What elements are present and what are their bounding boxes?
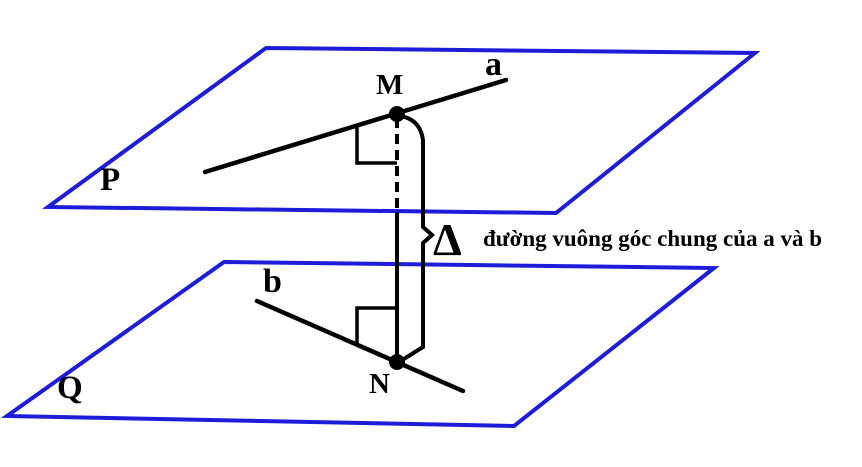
line-b <box>254 298 466 394</box>
point-m-dot <box>389 106 405 122</box>
label-line-b: b <box>263 263 282 300</box>
label-line-a: a <box>485 46 502 83</box>
delta-brace <box>397 114 436 364</box>
label-point-n: N <box>369 368 390 400</box>
caption-common-perpendicular: đường vuông góc chung của a và b <box>483 226 823 251</box>
label-plane-p: P <box>100 162 121 198</box>
label-point-m: M <box>376 69 404 101</box>
right-angle-mark-m <box>355 126 397 165</box>
plane-p-outline <box>41 45 761 216</box>
plane-q-outline <box>0 259 720 429</box>
right-angle-mark-n <box>355 306 397 344</box>
label-delta-symbol: Δ <box>433 214 462 265</box>
point-n-dot <box>389 354 405 370</box>
label-plane-q: Q <box>57 370 83 406</box>
